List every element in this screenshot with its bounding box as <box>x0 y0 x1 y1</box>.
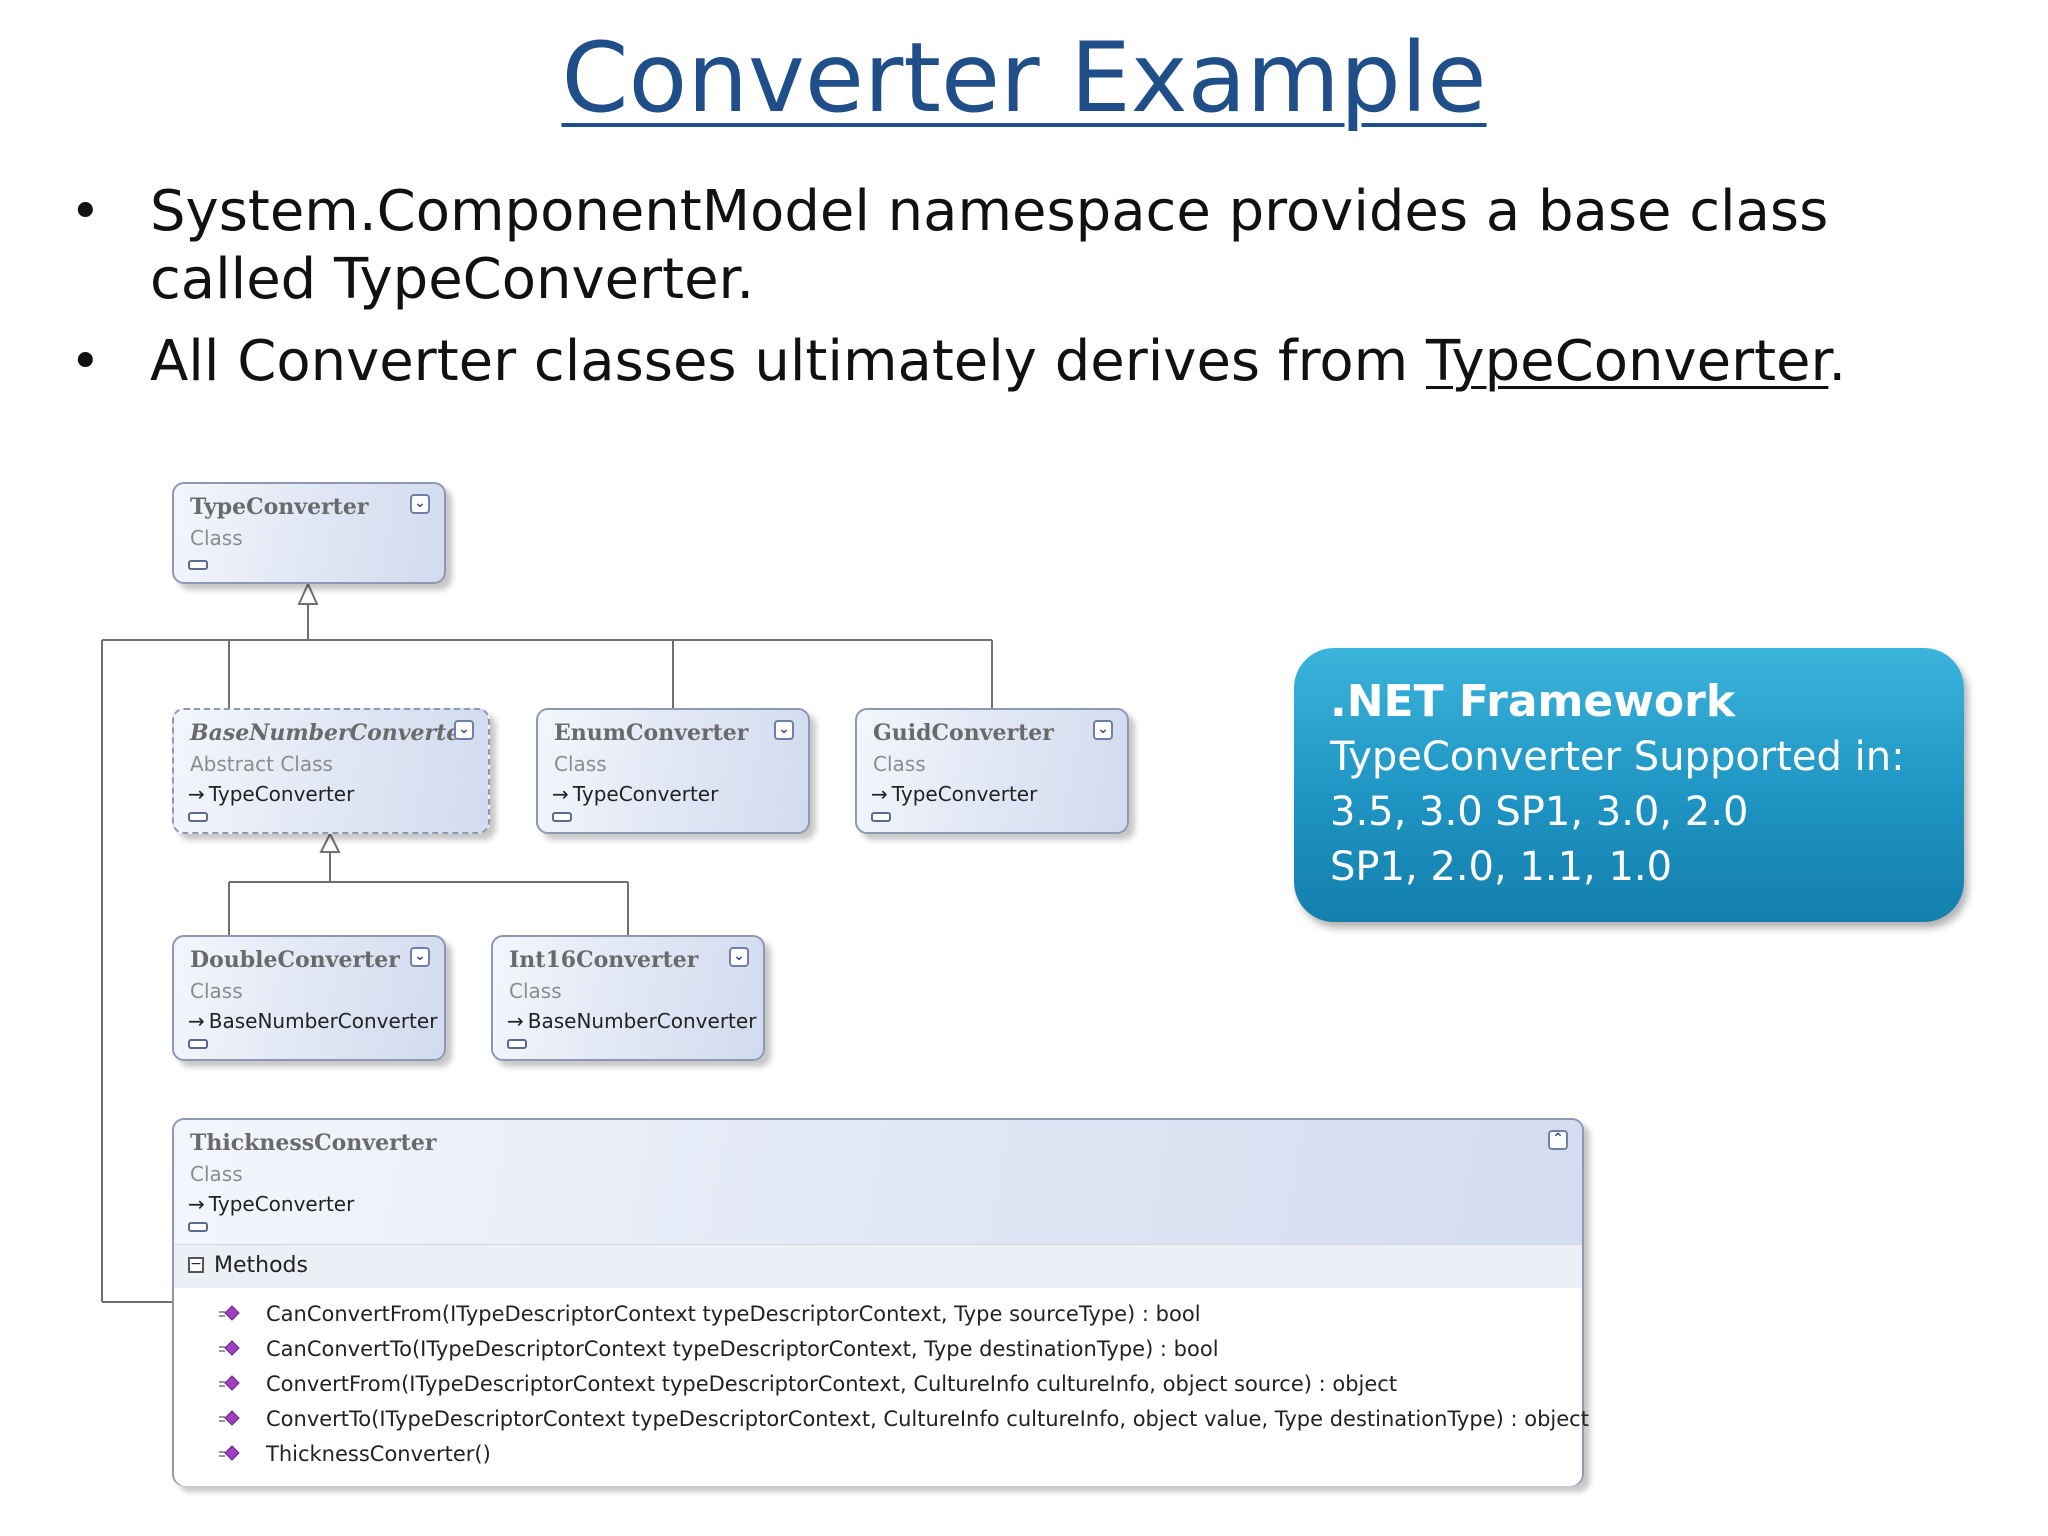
bullet-item: • System.ComponentModel namespace provid… <box>70 178 1970 314</box>
collapse-icon[interactable] <box>188 560 208 570</box>
class-name: Int16Converter <box>509 947 699 973</box>
collapse-icon[interactable] <box>507 1039 527 1049</box>
class-name: EnumConverter <box>554 720 749 746</box>
methods-label: Methods <box>214 1253 308 1278</box>
class-kind: Class <box>190 1162 243 1186</box>
bullet-list: • System.ComponentModel namespace provid… <box>70 178 1970 410</box>
callout-heading: .NET Framework <box>1330 676 1736 727</box>
expand-chevron-icon[interactable]: ⌄ <box>410 494 430 514</box>
methods-section-header[interactable]: − Methods <box>174 1244 1582 1289</box>
class-box-thicknessconverter[interactable]: ThicknessConverter Class →TypeConverter … <box>172 1118 1589 1486</box>
class-kind: Abstract Class <box>190 752 333 776</box>
class-base: →BaseNumberConverter <box>507 1009 757 1033</box>
collapse-icon[interactable] <box>871 812 891 822</box>
collapse-chevron-icon[interactable]: ⌃ <box>1548 1130 1568 1150</box>
bullet-item: • All Converter classes ultimately deriv… <box>70 328 1970 396</box>
class-name: TypeConverter <box>190 494 369 520</box>
callout-line: TypeConverter Supported in: <box>1330 734 1905 780</box>
inherits-arrow-icon: → <box>188 1009 205 1033</box>
collapse-icon[interactable] <box>188 812 208 822</box>
expand-chevron-icon[interactable]: ⌄ <box>454 720 474 740</box>
class-kind: Class <box>554 752 607 776</box>
inherits-arrow-icon: → <box>552 782 569 806</box>
class-box-enumconverter[interactable]: EnumConverter Class →TypeConverter ⌄ <box>536 708 810 834</box>
class-name: BaseNumberConverter <box>190 720 472 746</box>
typeconverter-link[interactable]: TypeConverter <box>1426 329 1829 394</box>
expand-chevron-icon[interactable]: ⌄ <box>1093 720 1113 740</box>
class-kind: Class <box>190 526 243 550</box>
class-kind: Class <box>190 979 243 1003</box>
class-base: →TypeConverter <box>552 782 719 806</box>
callout-line: SP1, 2.0, 1.1, 1.0 <box>1330 844 1673 890</box>
minus-icon[interactable]: − <box>188 1257 204 1273</box>
collapse-icon[interactable] <box>188 1039 208 1049</box>
class-name: DoubleConverter <box>190 947 400 973</box>
class-name: ThicknessConverter <box>190 1130 437 1156</box>
method-icon <box>219 1410 240 1426</box>
callout-line: 3.5, 3.0 SP1, 3.0, 2.0 <box>1330 789 1749 835</box>
inheritance-arrow-head <box>297 581 319 605</box>
bullet-dot: • <box>70 182 101 242</box>
inheritance-arrow-head <box>319 831 341 853</box>
inherits-arrow-icon: → <box>188 782 205 806</box>
class-box-doubleconverter[interactable]: DoubleConverter Class →BaseNumberConvert… <box>172 935 446 1061</box>
class-kind: Class <box>509 979 562 1003</box>
method-icon <box>219 1375 240 1391</box>
framework-support-callout: .NET Framework TypeConverter Supported i… <box>1294 648 1964 922</box>
class-base: →TypeConverter <box>871 782 1038 806</box>
collapse-icon[interactable] <box>552 812 572 822</box>
expand-chevron-icon[interactable]: ⌄ <box>410 947 430 967</box>
class-base: →TypeConverter <box>188 1192 355 1216</box>
class-box-basenumberconverter[interactable]: BaseNumberConverter Abstract Class →Type… <box>172 708 490 834</box>
method-icon <box>219 1340 240 1356</box>
bullet-text: System.ComponentModel namespace provides… <box>150 179 1829 312</box>
slide-title: Converter Example <box>561 22 1487 134</box>
expand-chevron-icon[interactable]: ⌄ <box>774 720 794 740</box>
method-icon <box>219 1445 240 1461</box>
inherits-arrow-icon: → <box>871 782 888 806</box>
class-box-typeconverter[interactable]: TypeConverter Class ⌄ <box>172 482 446 584</box>
bullet-dot: • <box>70 332 101 392</box>
class-base: →TypeConverter <box>188 782 355 806</box>
inherits-arrow-icon: → <box>507 1009 524 1033</box>
expand-chevron-icon[interactable]: ⌄ <box>729 947 749 967</box>
class-name: GuidConverter <box>873 720 1054 746</box>
methods-list: CanConvertFrom(ITypeDescriptorContext ty… <box>174 1288 1589 1486</box>
class-kind: Class <box>873 752 926 776</box>
class-box-guidconverter[interactable]: GuidConverter Class →TypeConverter ⌄ <box>855 708 1129 834</box>
class-base: →BaseNumberConverter <box>188 1009 438 1033</box>
bullet-text: All Converter classes ultimately derives… <box>150 329 1847 394</box>
collapse-icon[interactable] <box>188 1222 208 1232</box>
method-icon <box>219 1305 240 1321</box>
inherits-arrow-icon: → <box>188 1192 205 1216</box>
class-box-int16converter[interactable]: Int16Converter Class →BaseNumberConverte… <box>491 935 765 1061</box>
